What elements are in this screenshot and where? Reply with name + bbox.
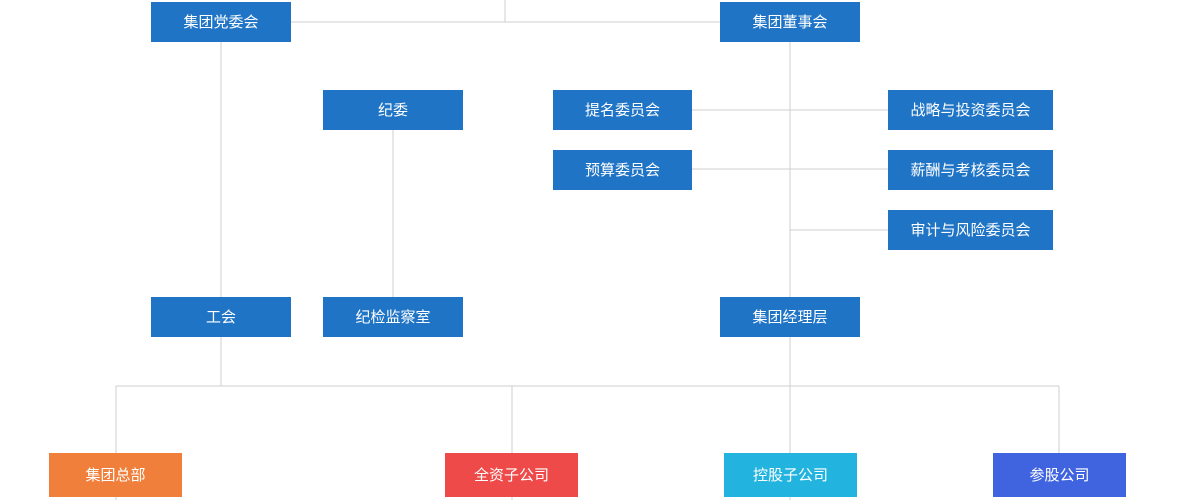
node-equity-participation[interactable]: 参股公司: [993, 453, 1126, 497]
node-discipline-committee[interactable]: 纪委: [323, 90, 463, 130]
node-compensation-committee[interactable]: 薪酬与考核委员会: [888, 150, 1053, 190]
node-supervision-office[interactable]: 纪检监察室: [323, 297, 463, 337]
node-board[interactable]: 集团董事会: [720, 2, 860, 42]
node-audit-committee[interactable]: 审计与风险委员会: [888, 210, 1053, 250]
node-management[interactable]: 集团经理层: [720, 297, 860, 337]
node-holding[interactable]: 控股子公司: [724, 453, 857, 497]
node-nomination-committee[interactable]: 提名委员会: [553, 90, 692, 130]
node-labor-union[interactable]: 工会: [151, 297, 291, 337]
node-headquarters[interactable]: 集团总部: [49, 453, 182, 497]
node-party-committee[interactable]: 集团党委会: [151, 2, 291, 42]
node-wholly-owned[interactable]: 全资子公司: [445, 453, 578, 497]
node-strategy-committee[interactable]: 战略与投资委员会: [888, 90, 1053, 130]
node-budget-committee[interactable]: 预算委员会: [553, 150, 692, 190]
